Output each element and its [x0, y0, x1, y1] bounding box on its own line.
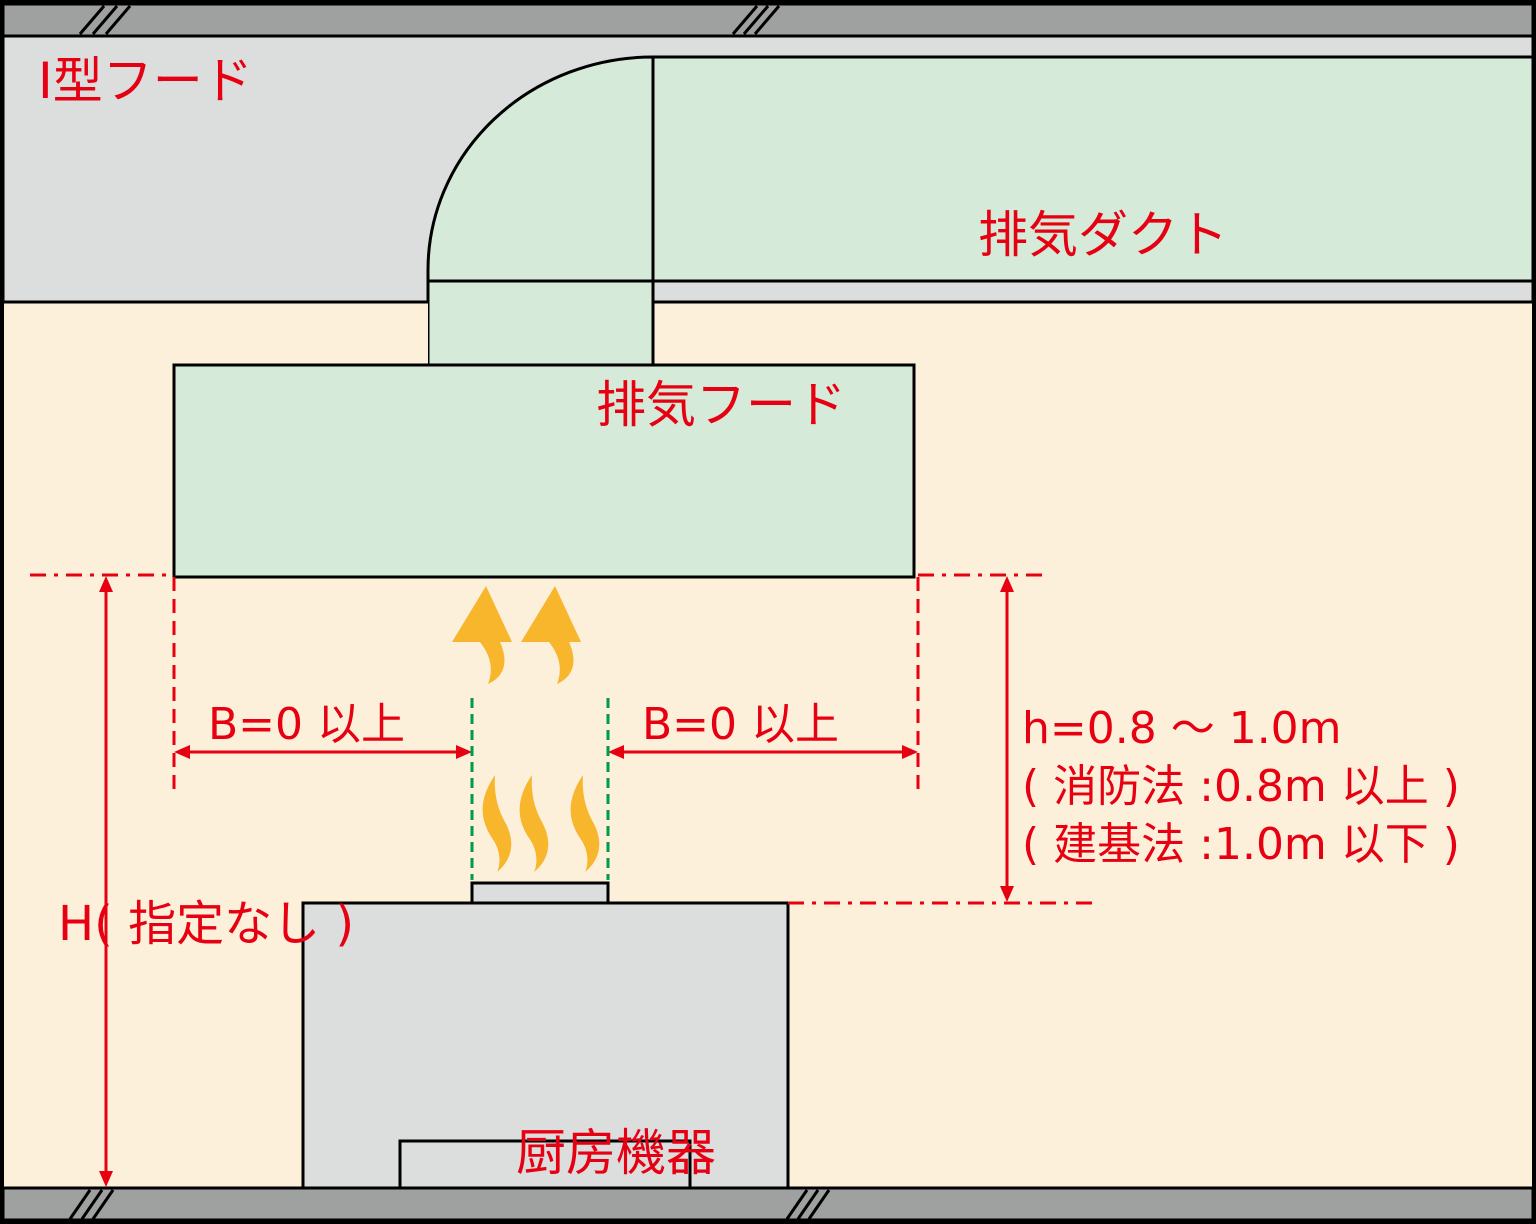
floor-slab — [1, 1186, 1535, 1222]
hood-height-label: h=0.8 ～ 1.0m ( 消防法 :0.8m 以上 ) ( 建基法 :1.0… — [1022, 700, 1460, 874]
exhaust-hood — [172, 363, 916, 579]
duct-elbow — [426, 55, 655, 283]
kitchen-equipment-label: 厨房機器 — [516, 1124, 716, 1182]
break-line-icon — [78, 5, 781, 35]
exhaust-duct-label: 排気ダクト — [978, 206, 1228, 264]
fire-law-requirement: ( 消防法 :0.8m 以上 ) — [1022, 761, 1460, 812]
up-arrow-icon — [452, 586, 581, 684]
exhaust-hood-label: 排気フード — [596, 376, 846, 434]
horizontal-duct — [651, 55, 1535, 283]
diagram-title: Ⅰ型フード — [38, 52, 253, 110]
vertical-duct — [426, 279, 655, 367]
building-law-requirement: ( 建基法 :1.0m 以下 ) — [1022, 819, 1460, 870]
dimension-lines — [30, 573, 1100, 1175]
clearance-right-label: B=0 以上 — [642, 699, 840, 750]
clearance-left-label: B=0 以上 — [208, 699, 406, 750]
heat-wave-icon — [482, 775, 600, 872]
burner — [470, 881, 610, 905]
burner-width-guides — [470, 698, 610, 880]
break-line-icon — [68, 1189, 831, 1220]
hood-height-range: h=0.8 ～ 1.0m — [1022, 703, 1342, 754]
dimension-arrowheads — [99, 576, 1014, 1187]
floor-height-label: H( 指定なし ) — [58, 896, 355, 952]
